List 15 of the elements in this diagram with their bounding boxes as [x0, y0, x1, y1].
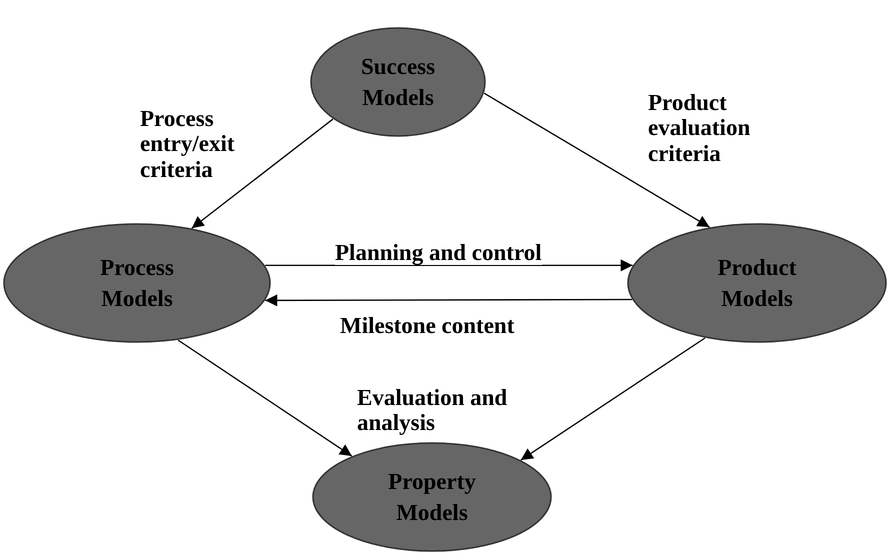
model-ellipse — [3, 223, 271, 343]
arrow — [178, 340, 352, 457]
model-ellipse — [312, 442, 552, 552]
node-label: Product Models — [716, 254, 798, 314]
model-ellipse — [627, 223, 887, 343]
arrow — [265, 294, 632, 306]
arrow — [191, 118, 334, 229]
node-label: Success Models — [360, 53, 436, 112]
arrow — [520, 337, 706, 461]
node-label: Process Models — [99, 254, 175, 314]
annotation-text: Evaluation and analysis — [357, 385, 508, 436]
arrow — [265, 259, 633, 272]
model-ellipse — [310, 27, 486, 137]
arrow — [484, 92, 710, 228]
node-label: Property Models — [387, 468, 477, 528]
